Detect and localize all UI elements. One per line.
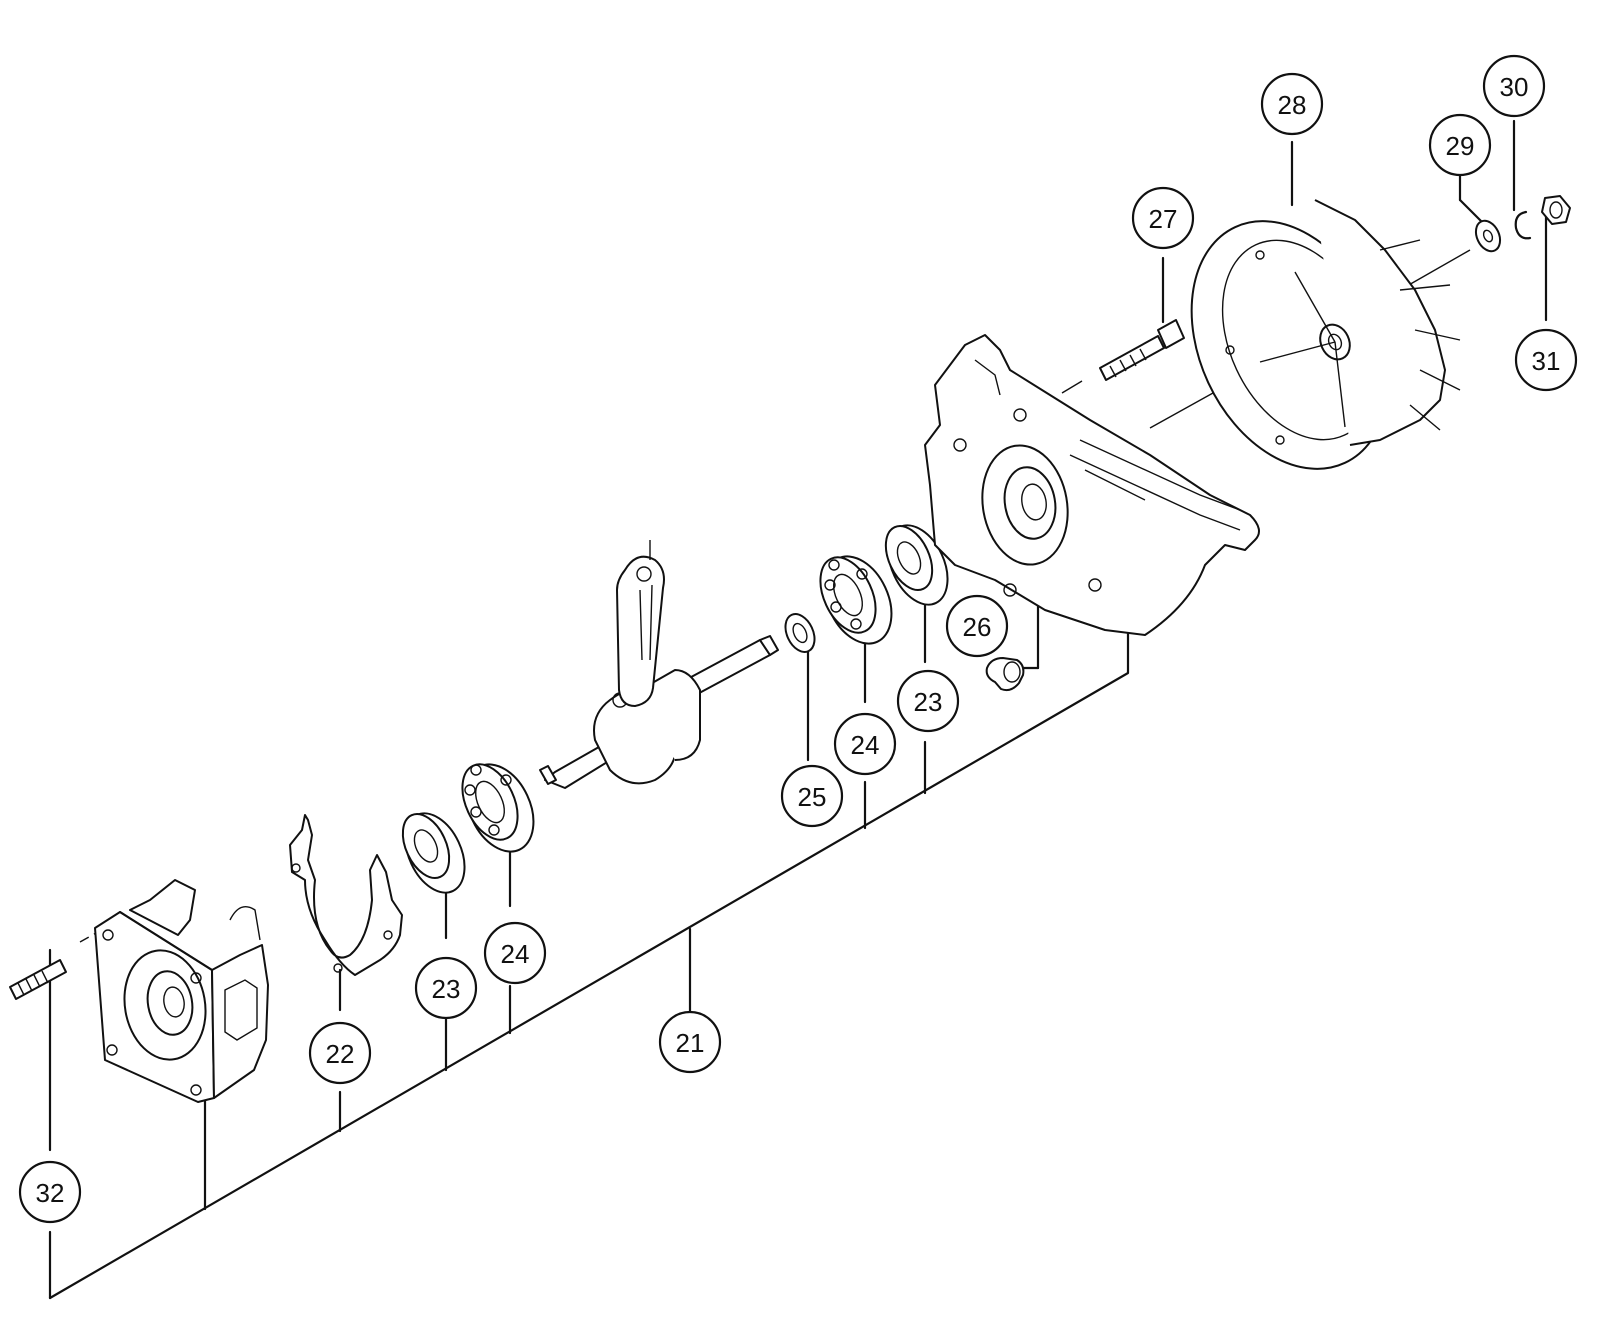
bearing-left [461,763,535,853]
connecting-rod [616,540,665,707]
flywheel-nut [1541,195,1571,225]
svg-text:28: 28 [1278,90,1307,120]
svg-text:31: 31 [1532,346,1561,376]
thrust-washer [784,613,816,653]
lock-washer [1514,210,1532,240]
svg-text:23: 23 [914,687,943,717]
callout-21: 21 [658,1010,722,1074]
callout-29: 29 [1428,113,1492,177]
bearing-right [819,555,893,645]
svg-text:27: 27 [1149,204,1178,234]
oil-seal-right [884,524,949,606]
flywheel-washer [1474,219,1502,253]
gasket [289,814,403,976]
callout-25: 25 [780,764,844,828]
svg-text:24: 24 [851,730,880,760]
mounting-bolt [1099,319,1185,381]
svg-text:24: 24 [501,939,530,969]
flywheel [1190,199,1461,470]
svg-text:23: 23 [432,974,461,1004]
crankcase-right [924,334,1260,636]
callout-24-right: 24 [833,712,897,776]
callout-27: 27 [1131,186,1195,250]
svg-text:26: 26 [963,612,992,642]
callout-23-right: 23 [896,669,960,733]
oil-seal-left [401,812,466,894]
crankcase-left [94,879,269,1103]
svg-text:32: 32 [36,1178,65,1208]
svg-text:21: 21 [676,1028,705,1058]
svg-text:30: 30 [1500,72,1529,102]
svg-text:25: 25 [798,782,827,812]
callout-23-left: 23 [414,956,478,1020]
callout-26: 26 [945,594,1009,658]
crankshaft [539,635,779,789]
callout-31: 31 [1514,328,1578,392]
svg-text:29: 29 [1446,131,1475,161]
callout-30: 30 [1482,54,1546,118]
callout-32: 32 [18,1160,82,1224]
callout-28: 28 [1260,72,1324,136]
callout-24-left: 24 [483,921,547,985]
svg-text:22: 22 [326,1039,355,1069]
stud-bolt [9,959,67,1000]
drain-plug [985,657,1025,692]
callout-22: 22 [308,1021,372,1085]
